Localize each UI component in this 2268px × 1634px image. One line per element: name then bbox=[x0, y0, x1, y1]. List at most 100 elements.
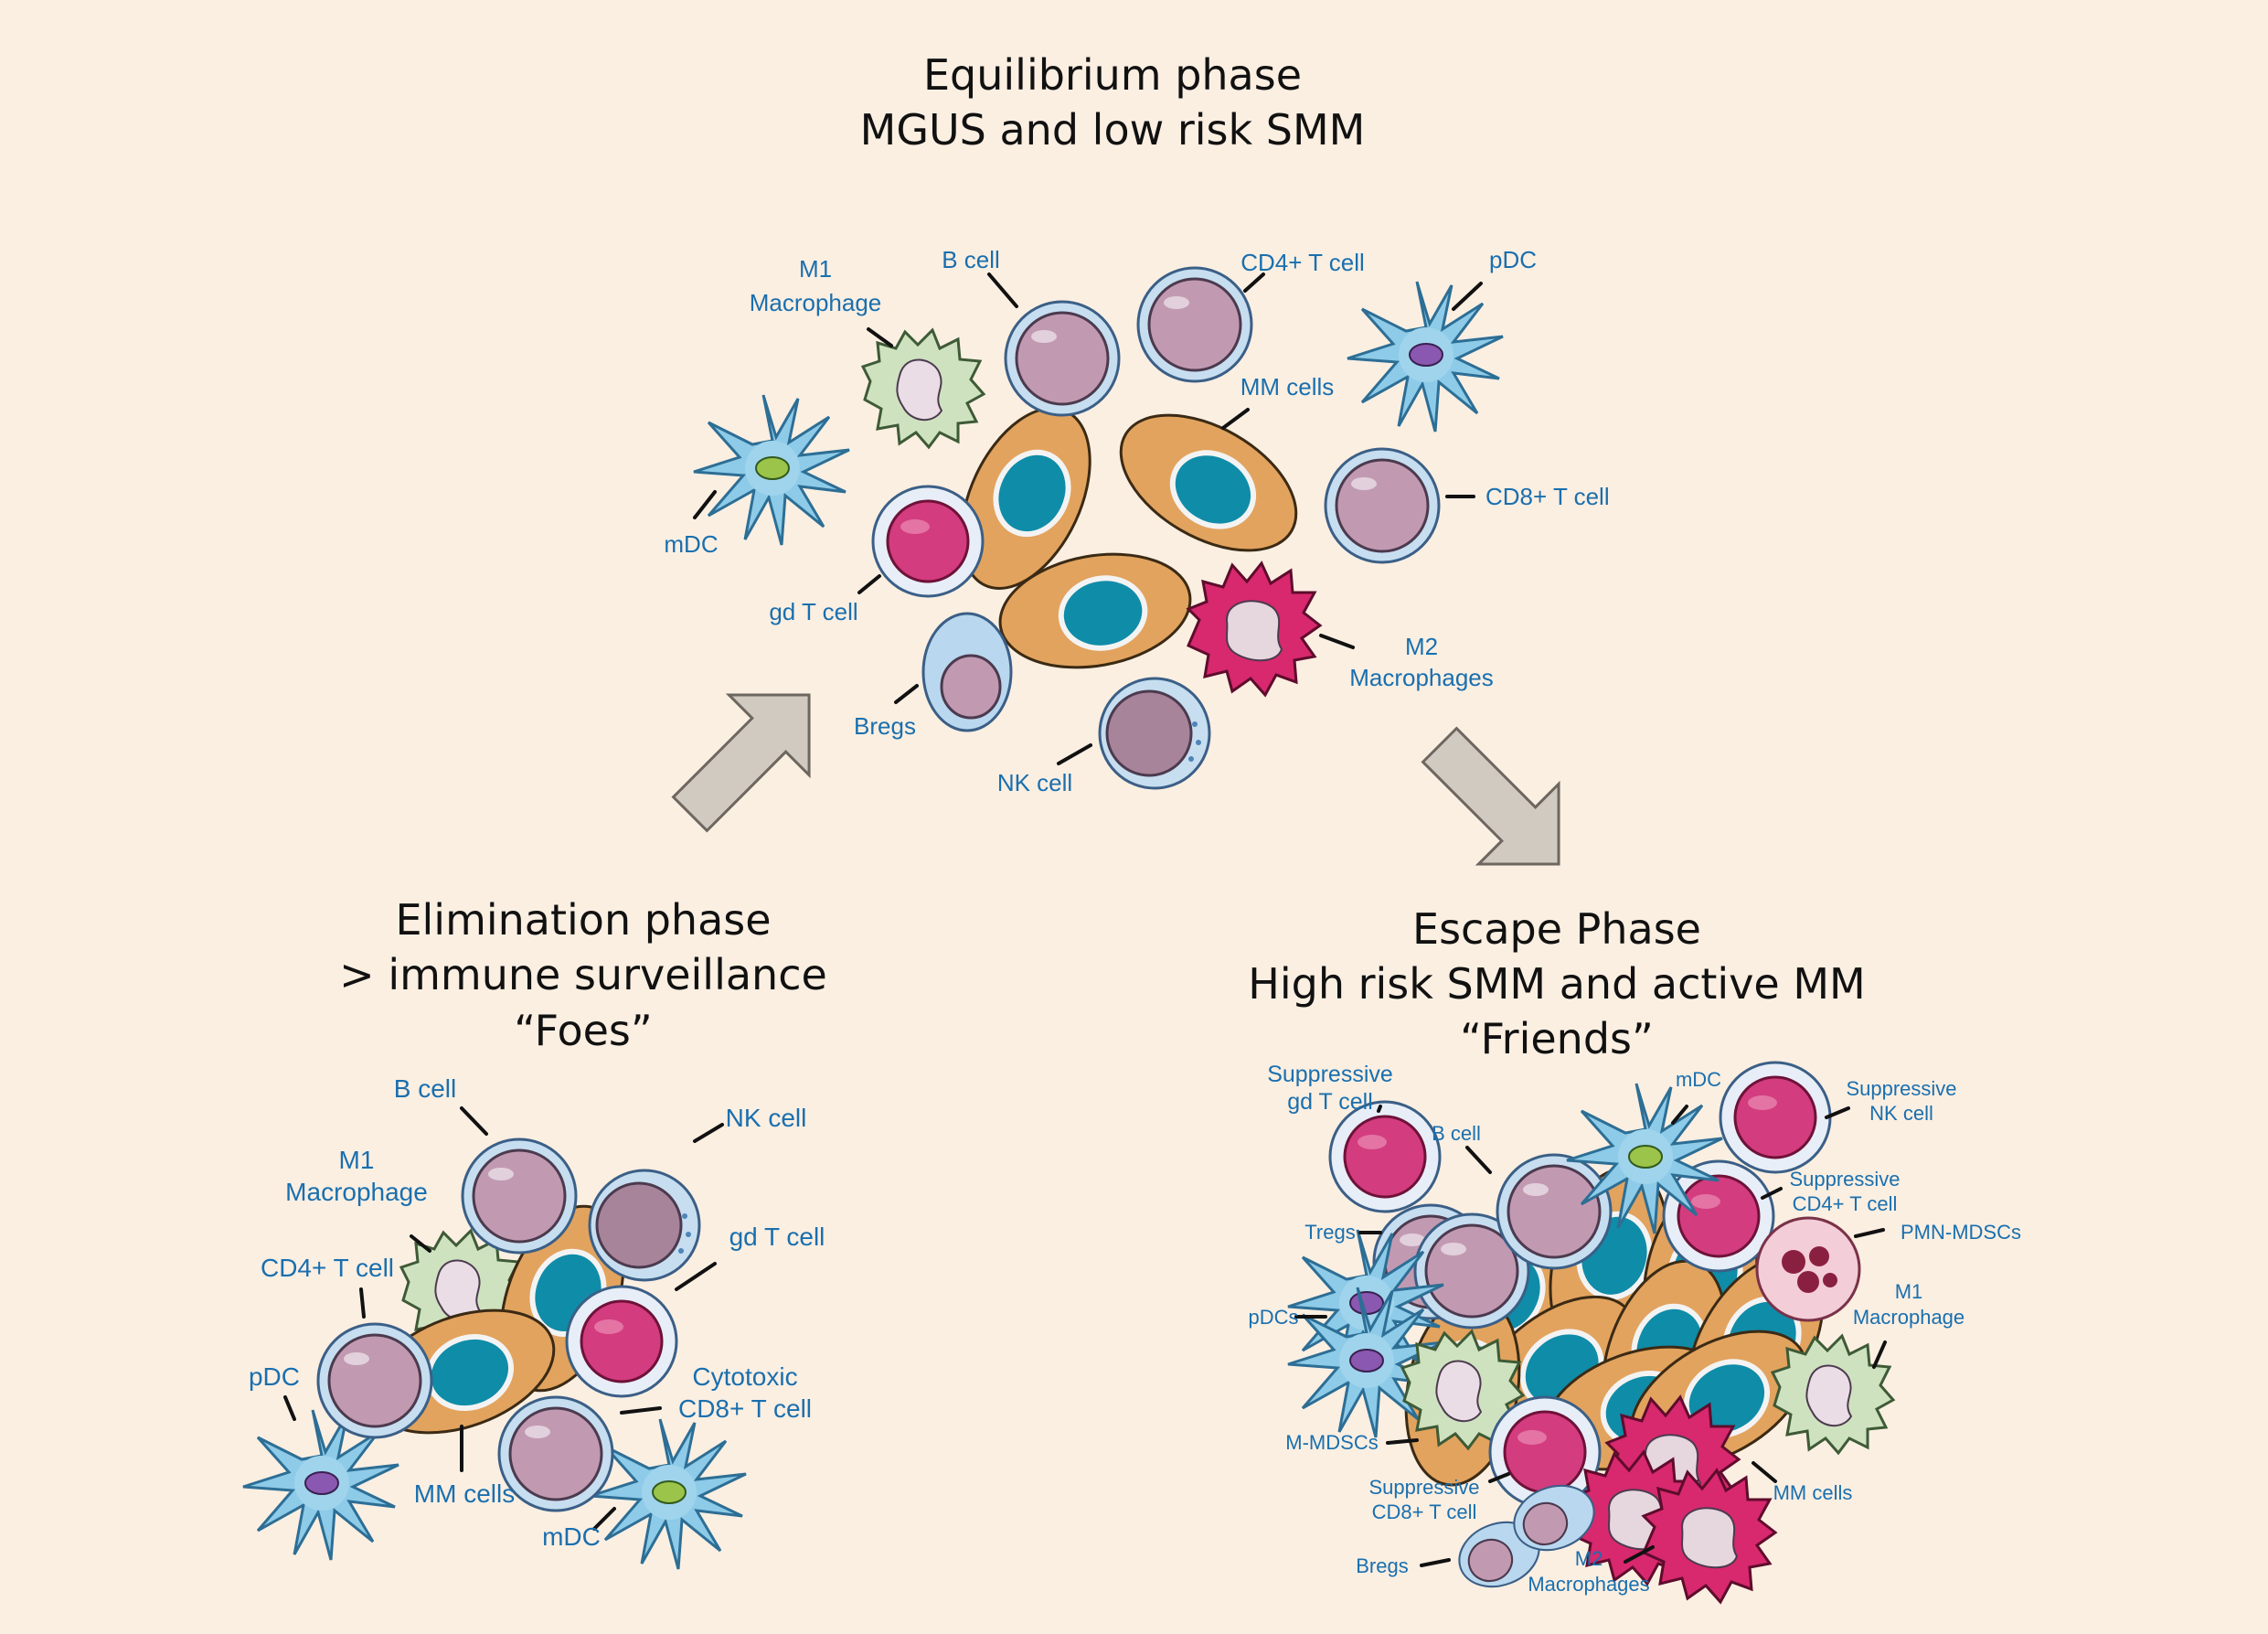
es-pmn-mdsc-cell bbox=[1755, 1216, 1861, 1322]
el-cd4-tcell bbox=[316, 1322, 433, 1439]
elimination-title: Elimination phase bbox=[395, 895, 771, 945]
es-suppressive-nk-cell bbox=[1719, 1061, 1832, 1174]
eq-gdt-leader bbox=[857, 574, 881, 594]
eq-mdc-label: mDC bbox=[664, 530, 718, 558]
es-m1-leader bbox=[1872, 1340, 1887, 1369]
el-m1-label-line1: M1 bbox=[339, 1146, 375, 1174]
eq-nk-leader bbox=[1057, 743, 1092, 765]
es-sgdt-label-line1: Suppressive bbox=[1267, 1062, 1393, 1087]
eq-nk-cell bbox=[1098, 677, 1211, 790]
eq-mm-label: MM cells bbox=[1240, 373, 1335, 400]
eq-cd4-leader bbox=[1243, 272, 1265, 293]
es-snk-label-line2: NK cell bbox=[1869, 1102, 1933, 1125]
el-gdt-leader bbox=[675, 1262, 717, 1291]
es-bcell bbox=[1496, 1153, 1613, 1270]
escape-panel: Escape Phase High risk SMM and active MM… bbox=[1248, 904, 2021, 1604]
eq-breg-leader bbox=[894, 684, 919, 704]
el-gd-tcell bbox=[565, 1285, 678, 1398]
el-nk-leader bbox=[693, 1123, 724, 1143]
es-m1-label-line2: Macrophage bbox=[1853, 1306, 1965, 1329]
eq-pdc-leader bbox=[1452, 282, 1483, 311]
equilibrium-panel: Equilibrium phase MGUS and low risk SMM … bbox=[664, 50, 1609, 796]
equilibrium-title: Equilibrium phase bbox=[923, 50, 1302, 100]
es-m2-leader bbox=[1624, 1545, 1655, 1564]
el-mm-label: MM cells bbox=[414, 1479, 515, 1508]
es-suppressive-gd-tcell bbox=[1328, 1100, 1442, 1213]
arrow-down-right-icon bbox=[1421, 726, 1560, 866]
el-cd4-leader bbox=[359, 1287, 366, 1319]
es-tregs-label: Tregs bbox=[1304, 1221, 1355, 1244]
eq-mdc-cell bbox=[692, 393, 851, 547]
elimination-subtitle: > immune surveillance bbox=[339, 950, 827, 999]
es-mdc-label: mDC bbox=[1676, 1068, 1721, 1091]
es-pmn-leader bbox=[1854, 1228, 1885, 1238]
es-m2-label-line2: Macrophages bbox=[1528, 1573, 1649, 1596]
eq-cd8-tcell bbox=[1324, 447, 1441, 564]
eq-m2-leader bbox=[1319, 634, 1355, 649]
es-suppressive-cd4-tcell bbox=[1662, 1159, 1775, 1273]
el-cd4-label: CD4+ T cell bbox=[261, 1254, 394, 1282]
eq-bcell bbox=[1004, 300, 1121, 417]
es-scd8-label-line1: Suppressive bbox=[1368, 1476, 1479, 1499]
es-m2-label-line1: M2 bbox=[1575, 1547, 1603, 1570]
el-bcell-leader bbox=[460, 1106, 488, 1136]
el-ctl-label-line1: Cytotoxic bbox=[692, 1362, 797, 1391]
eq-breg-cell bbox=[921, 612, 1013, 732]
eq-m1-label-line1: M1 bbox=[799, 255, 832, 283]
el-mdc-label: mDC bbox=[542, 1522, 601, 1551]
es-snk-label-line1: Suppressive bbox=[1846, 1077, 1956, 1100]
es-mm-label: MM cells bbox=[1773, 1481, 1853, 1504]
es-scd4-label-line1: Suppressive bbox=[1789, 1168, 1900, 1191]
eq-pdc-cell bbox=[1346, 280, 1505, 433]
eq-m1-macrophage-cell bbox=[861, 328, 985, 449]
es-scd8-label-line2: CD8+ T cell bbox=[1372, 1501, 1477, 1523]
es-sgdt-leader bbox=[1377, 1105, 1382, 1113]
el-pdc-leader bbox=[283, 1395, 296, 1421]
escape-title: Escape Phase bbox=[1412, 904, 1701, 954]
es-pmn-label: PMN-MDSCs bbox=[1901, 1221, 2021, 1244]
escape-subtitle: High risk SMM and active MM bbox=[1248, 959, 1865, 1009]
es-bregs-label: Bregs bbox=[1356, 1554, 1408, 1577]
es-mdc-leader bbox=[1671, 1105, 1688, 1125]
eq-mm-leader bbox=[1221, 408, 1250, 430]
el-bcell bbox=[461, 1137, 578, 1255]
el-pdc-label: pDC bbox=[249, 1362, 300, 1391]
es-mm-leader bbox=[1752, 1461, 1777, 1483]
el-m1-label-line2: Macrophage bbox=[285, 1178, 428, 1206]
eq-bcell-leader bbox=[987, 272, 1018, 308]
eq-pdc-label: pDC bbox=[1489, 246, 1537, 273]
eq-mm-cell-2 bbox=[1098, 388, 1319, 579]
eq-breg-label: Bregs bbox=[854, 712, 916, 740]
es-pdcs-label: pDCs bbox=[1248, 1306, 1298, 1329]
es-bcell-leader bbox=[1465, 1146, 1492, 1174]
es-scd8-leader bbox=[1488, 1472, 1510, 1483]
eq-cd4-label: CD4+ T cell bbox=[1240, 249, 1365, 276]
es-scd4-leader bbox=[1761, 1187, 1783, 1200]
eq-m2-label-line2: Macrophages bbox=[1349, 664, 1494, 691]
es-scd4-label-line2: CD4+ T cell bbox=[1793, 1192, 1898, 1215]
eq-m1-leader bbox=[867, 327, 893, 347]
eq-nk-label: NK cell bbox=[997, 769, 1072, 796]
eq-m2-label-line1: M2 bbox=[1405, 633, 1438, 660]
el-nk-cell bbox=[588, 1169, 701, 1282]
es-mmdsc-label: M-MDSCs bbox=[1285, 1431, 1378, 1454]
arrow-up-right-icon bbox=[671, 693, 811, 833]
eq-cd4-tcell bbox=[1136, 266, 1253, 383]
el-gdt-label: gd T cell bbox=[729, 1223, 825, 1251]
es-snk-leader bbox=[1825, 1106, 1850, 1119]
es-m1-macrophage-cell bbox=[1771, 1334, 1895, 1455]
equilibrium-subtitle: MGUS and low risk SMM bbox=[860, 105, 1366, 155]
eq-gdt-label: gd T cell bbox=[769, 598, 857, 625]
es-sgdt-label-line2: gd T cell bbox=[1287, 1089, 1373, 1115]
eq-cd8-label: CD8+ T cell bbox=[1485, 483, 1610, 510]
elimination-panel: Elimination phase > immune surveillance … bbox=[241, 895, 827, 1571]
el-m1-leader bbox=[410, 1234, 431, 1253]
el-mdc-leader bbox=[592, 1507, 616, 1531]
el-bcell-label: B cell bbox=[394, 1074, 456, 1103]
eq-bcell-label: B cell bbox=[942, 246, 1000, 273]
eq-gd-tcell bbox=[871, 485, 985, 598]
escape-tagline: “Friends” bbox=[1460, 1014, 1654, 1063]
es-m1-label-line1: M1 bbox=[1895, 1280, 1923, 1303]
